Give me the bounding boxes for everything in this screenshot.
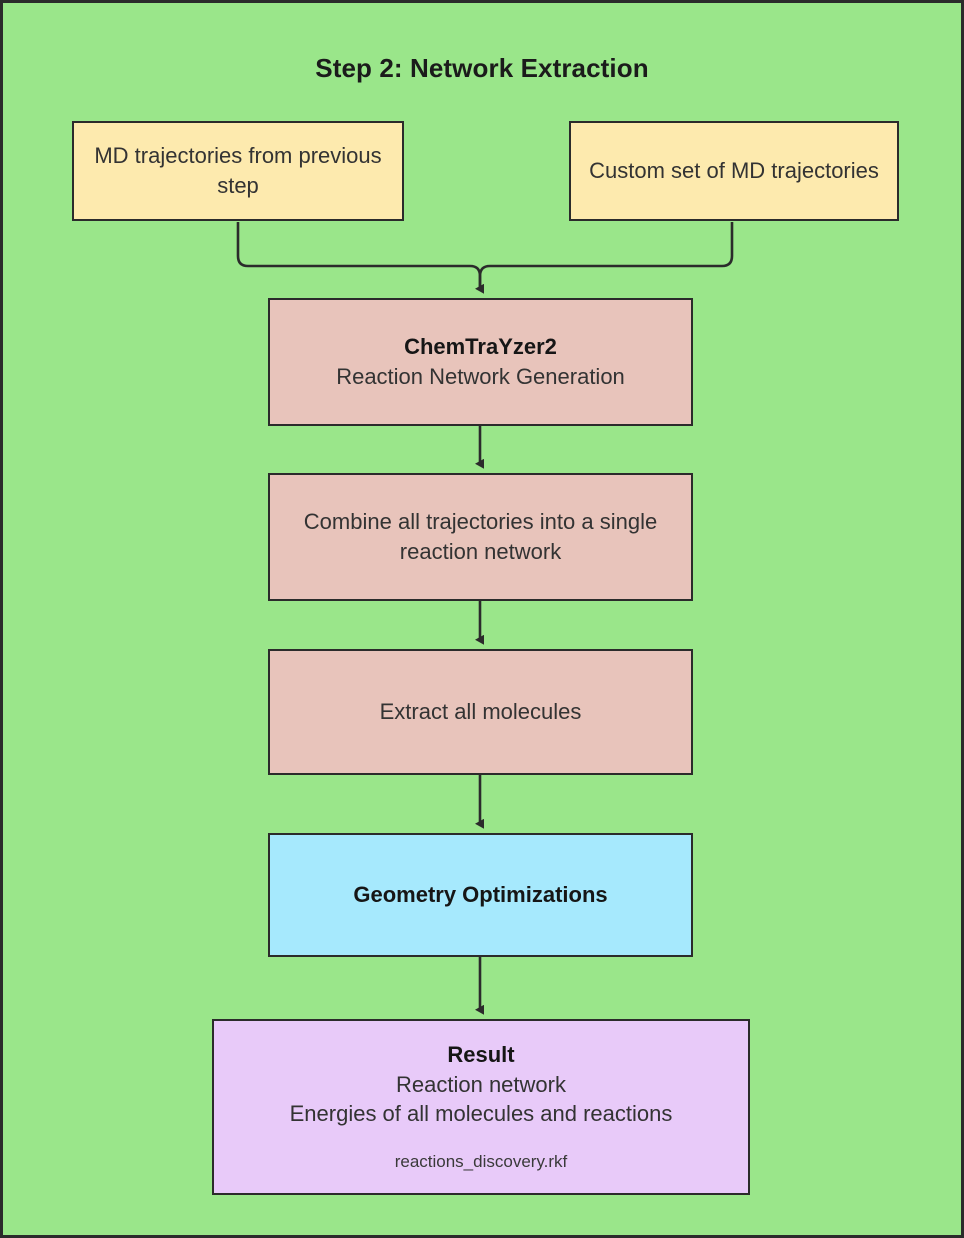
node-chemtrayzer2[interactable]: ChemTraYzer2 Reaction Network Generation	[268, 298, 693, 426]
node-label: Custom set of MD trajectories	[589, 158, 879, 184]
node-label: MD trajectories from previous step	[94, 143, 382, 198]
node-md-trajectories-previous-step[interactable]: MD trajectories from previous step	[72, 121, 404, 221]
node-result-line-1: Reaction network	[396, 1071, 566, 1097]
node-subtitle: Reaction Network Generation	[336, 364, 625, 389]
node-result-filename: reactions_discovery.rkf	[394, 1152, 568, 1172]
page-title: Step 2: Network Extraction	[315, 53, 649, 83]
node-title: Geometry Optimizations	[353, 882, 608, 908]
node-result-line-2: Energies of all molecules and reactions	[289, 1101, 673, 1127]
node-label: Combine all trajectories into a single r…	[303, 509, 658, 564]
node-title: ChemTraYzer2	[404, 334, 557, 360]
node-result[interactable]: Result Reaction network Energies of all …	[212, 1019, 750, 1195]
edge-md-custom-to-chemtrayzer	[478, 222, 734, 289]
node-title: Result	[447, 1042, 515, 1067]
node-custom-set-md-trajectories[interactable]: Custom set of MD trajectories	[569, 121, 899, 221]
node-extract-molecules[interactable]: Extract all molecules	[268, 649, 693, 775]
node-label: Extract all molecules	[379, 699, 582, 725]
node-combine-trajectories[interactable]: Combine all trajectories into a single r…	[268, 473, 693, 601]
edge-md-previous-to-chemtrayzer	[236, 222, 484, 294]
node-geometry-optimizations[interactable]: Geometry Optimizations	[268, 833, 693, 957]
